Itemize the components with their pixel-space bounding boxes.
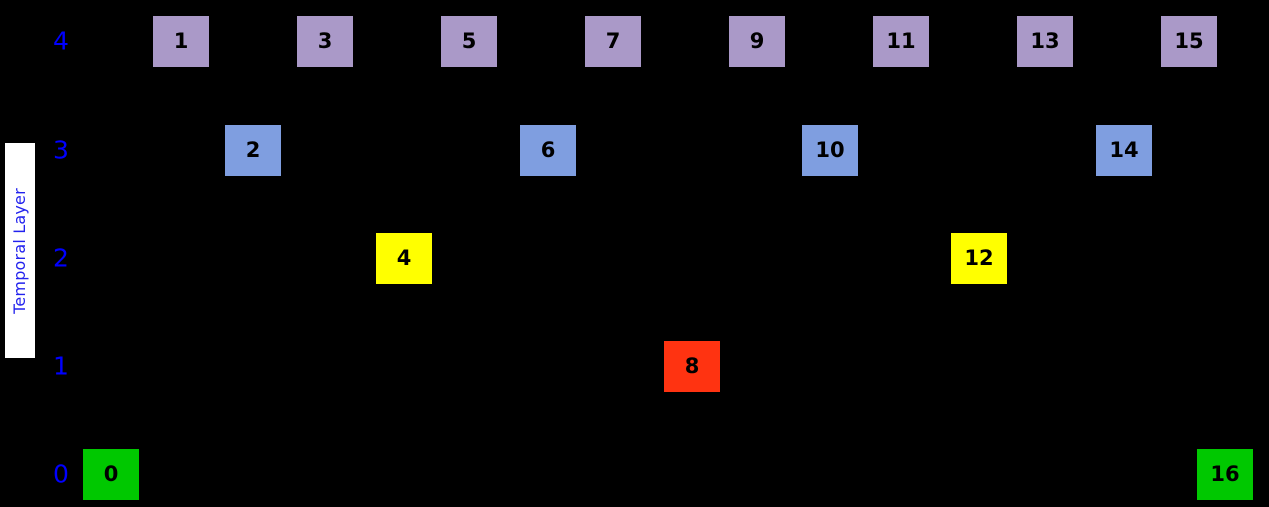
frame-box-16[interactable]: 16 <box>1196 448 1254 501</box>
frame-box-8[interactable]: 8 <box>663 340 721 393</box>
y-axis-tick-0: 0 <box>53 459 69 489</box>
frame-box-12[interactable]: 12 <box>950 232 1008 285</box>
frame-box-10[interactable]: 10 <box>801 124 859 177</box>
y-axis-tick-4: 4 <box>53 26 69 56</box>
frame-box-4[interactable]: 4 <box>375 232 433 285</box>
y-axis-tick-1: 1 <box>53 351 69 381</box>
frame-box-11[interactable]: 11 <box>872 15 930 68</box>
frame-box-1[interactable]: 1 <box>152 15 210 68</box>
frame-box-3[interactable]: 3 <box>296 15 354 68</box>
y-axis-tick-2: 2 <box>53 243 69 273</box>
frame-box-7[interactable]: 7 <box>584 15 642 68</box>
y-axis-tick-3: 3 <box>53 135 69 165</box>
frame-box-13[interactable]: 13 <box>1016 15 1074 68</box>
y-axis-title-strip: Temporal Layer <box>5 143 35 358</box>
frame-box-5[interactable]: 5 <box>440 15 498 68</box>
frame-box-0[interactable]: 0 <box>82 448 140 501</box>
frame-box-14[interactable]: 14 <box>1095 124 1153 177</box>
frame-box-6[interactable]: 6 <box>519 124 577 177</box>
frame-box-15[interactable]: 15 <box>1160 15 1218 68</box>
y-axis-title: Temporal Layer <box>10 187 30 314</box>
frame-box-2[interactable]: 2 <box>224 124 282 177</box>
frame-box-9[interactable]: 9 <box>728 15 786 68</box>
